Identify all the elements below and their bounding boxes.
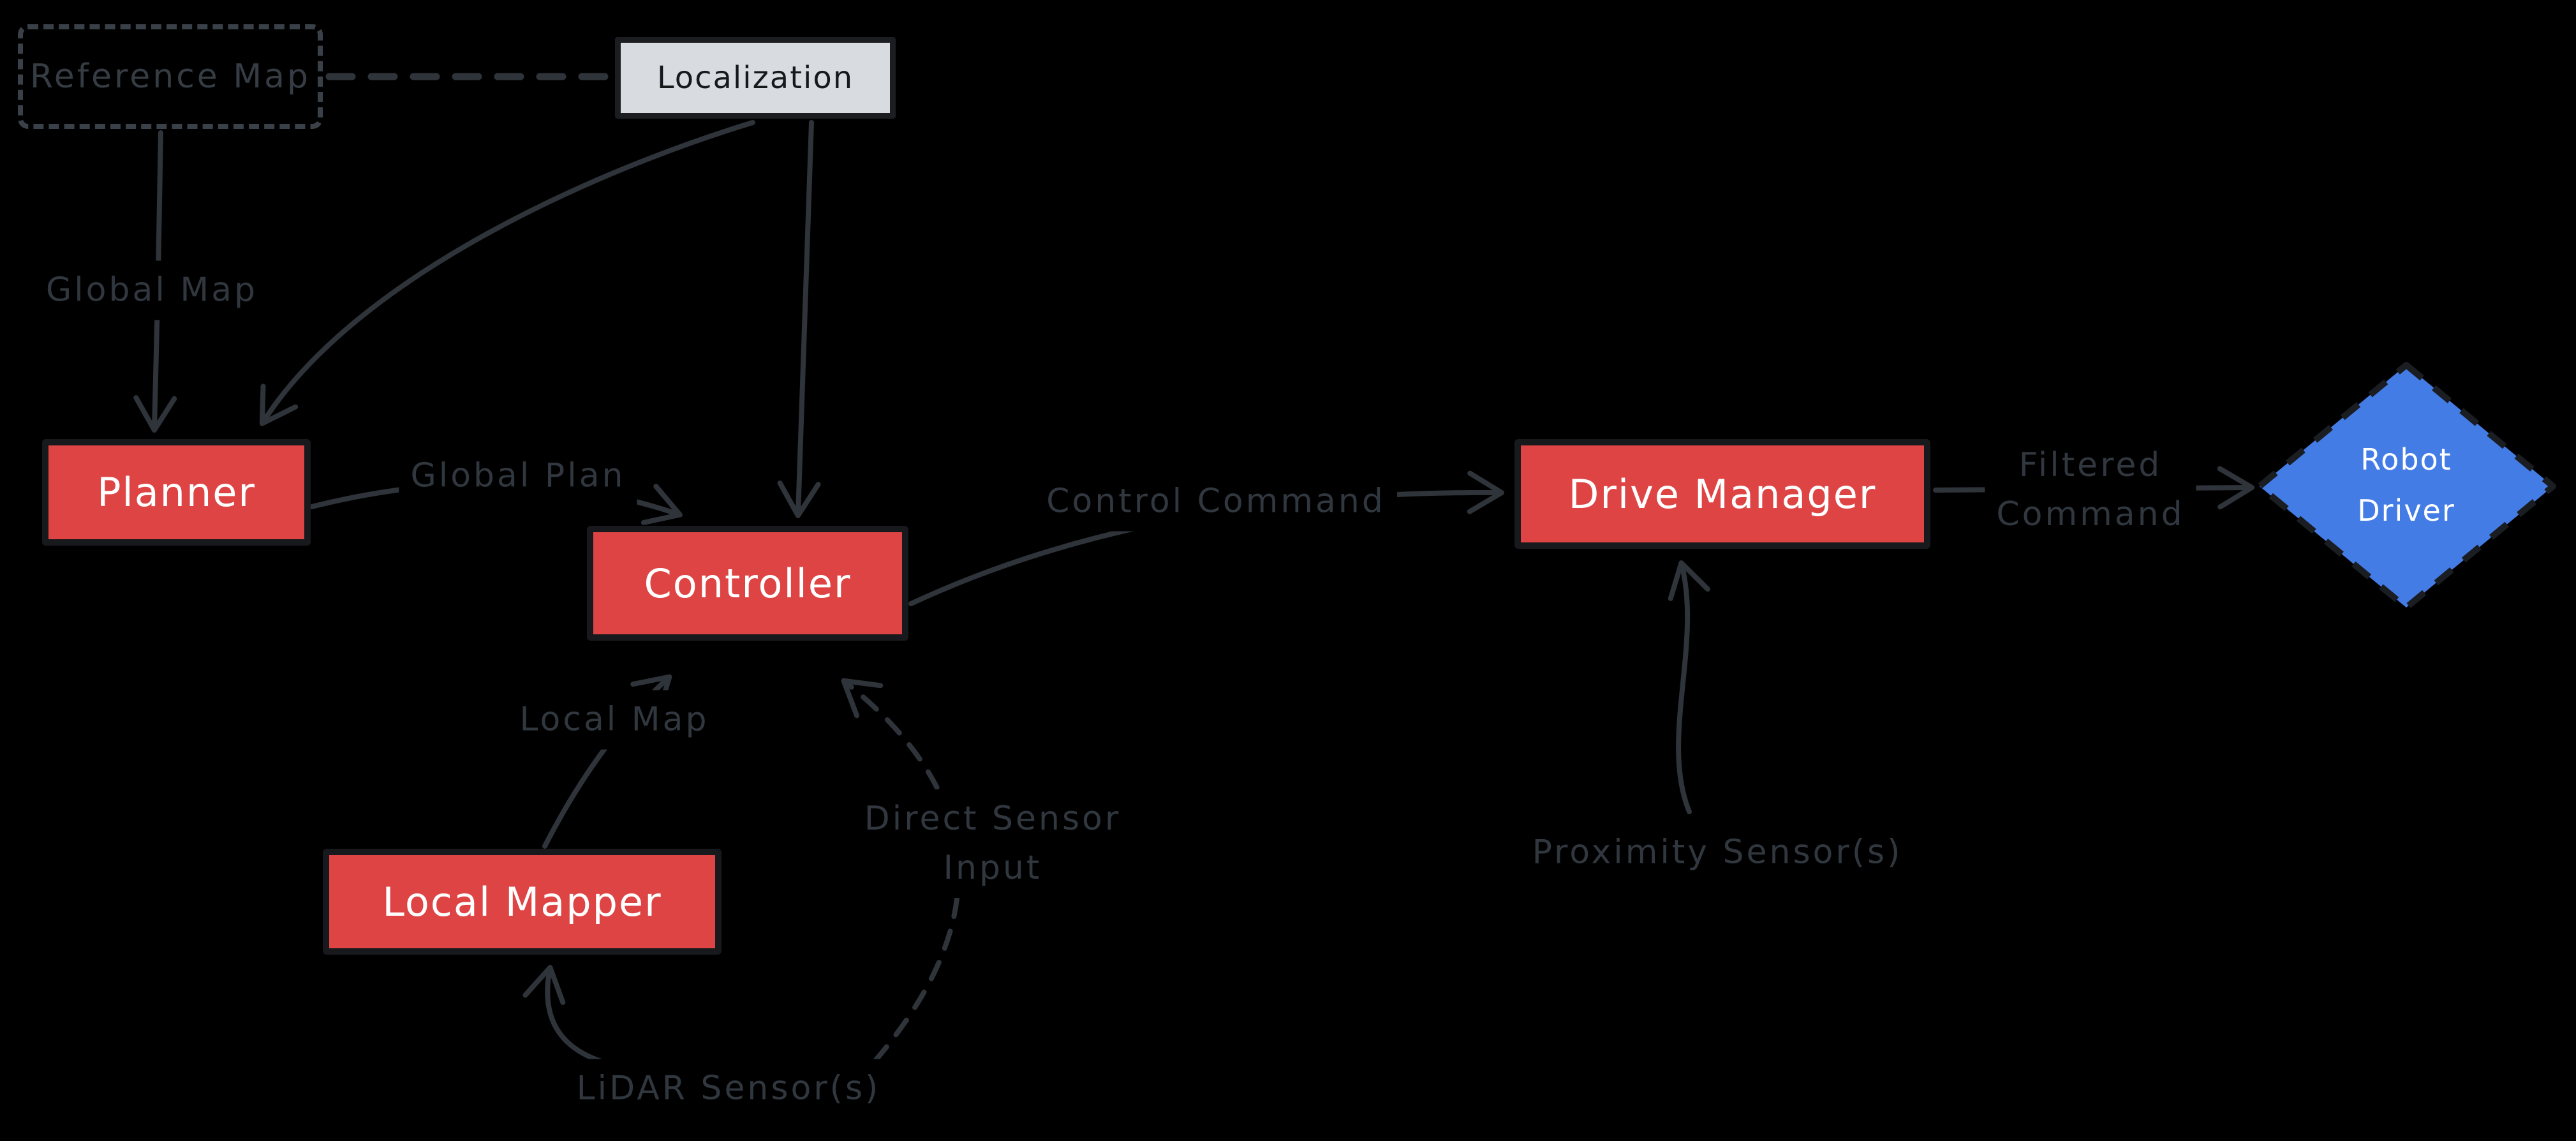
edge-label-control-command: Control Command <box>1035 472 1397 532</box>
edge-label-filtered-command: Filtered Command <box>1985 436 2196 544</box>
node-controller-label: Controller <box>644 560 852 607</box>
node-local-mapper-label: Local Mapper <box>382 878 662 925</box>
edge-lidar-to-local-mapper <box>522 965 620 1068</box>
node-planner: Planner <box>42 439 311 546</box>
edge-label-direct-sensor-input: Direct Sensor Input <box>852 789 1133 898</box>
label-lidar-sensors: LiDAR Sensor(s) <box>565 1059 892 1119</box>
edge-lidar-to-controller-dashed <box>841 678 961 1063</box>
node-robot-driver-label: Robot Driver <box>2357 442 2455 528</box>
label-proximity-sensors: Proximity Sensor(s) <box>1520 823 1914 883</box>
node-drive-manager-label: Drive Manager <box>1568 470 1877 518</box>
node-drive-manager: Drive Manager <box>1514 439 1930 549</box>
node-reference-map-label: Reference Map <box>29 57 311 96</box>
edge-label-local-map: Local Map <box>508 690 721 750</box>
node-localization-label: Localization <box>656 60 854 96</box>
edge-proximity-to-drive-manager <box>1668 560 1710 814</box>
node-reference-map: Reference Map <box>18 24 323 129</box>
edge-label-global-map: Global Map <box>34 260 270 320</box>
node-localization: Localization <box>615 37 896 119</box>
node-controller: Controller <box>587 526 908 641</box>
node-planner-label: Planner <box>97 469 256 516</box>
edge-localization-to-controller <box>777 120 821 518</box>
node-local-mapper: Local Mapper <box>323 849 722 955</box>
node-robot-driver-shape <box>2256 362 2556 611</box>
edge-label-global-plan: Global Plan <box>399 446 637 506</box>
edge-localization-to-planner <box>259 120 755 426</box>
